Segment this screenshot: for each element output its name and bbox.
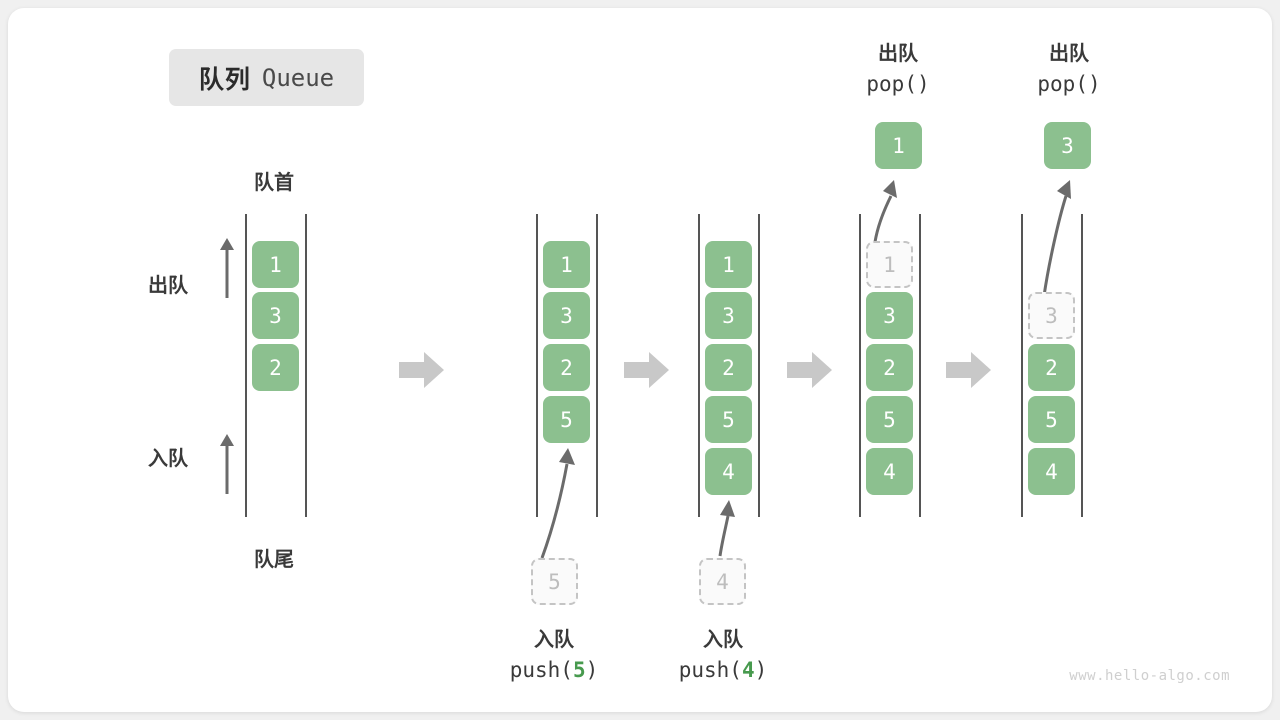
queue-item-ghost: 3 xyxy=(1028,292,1075,339)
stage-separator-arrow-icon xyxy=(399,350,445,390)
queue-item-ghost: 1 xyxy=(866,241,913,288)
queue-item: 4 xyxy=(866,448,913,495)
queue-rail-right xyxy=(596,214,598,517)
queue-item: 3 xyxy=(543,292,590,339)
push-5-caption: 入队 push(5) xyxy=(454,626,654,685)
queue-item: 4 xyxy=(1028,448,1075,495)
pop-3-caption: 出队 pop() xyxy=(984,40,1154,99)
diagram-card: 队列 Queue 队首 队尾 出队 入队 1 3 2 1 3 xyxy=(8,8,1272,712)
queue-item: 3 xyxy=(252,292,299,339)
watermark: www.hello-algo.com xyxy=(1069,668,1230,684)
queue-item: 1 xyxy=(705,241,752,288)
push-5-arrow-icon xyxy=(528,440,598,562)
push-4-code-num: 4 xyxy=(741,658,755,682)
pop-3-removed-item: 3 xyxy=(1044,122,1091,169)
pop-1-caption-cn: 出队 xyxy=(878,43,918,65)
dequeue-direction-label: 出队 xyxy=(148,275,188,297)
queue-item: 1 xyxy=(252,241,299,288)
push-4-arrow-icon xyxy=(698,498,758,560)
dequeue-direction-arrow-icon xyxy=(216,236,238,300)
stage-separator-arrow-icon xyxy=(787,350,833,390)
queue-item: 2 xyxy=(1028,344,1075,391)
queue-item: 2 xyxy=(866,344,913,391)
queue-item: 3 xyxy=(705,292,752,339)
push-4-caption-code: push(4) xyxy=(623,655,823,685)
diagram-title-chip: 队列 Queue xyxy=(169,49,364,106)
queue-rail-left xyxy=(536,214,538,517)
queue-rail-right xyxy=(919,214,921,517)
queue-rail-left xyxy=(245,214,247,517)
pop-3-caption-cn: 出队 xyxy=(1049,43,1089,65)
stage-separator-arrow-icon xyxy=(946,350,992,390)
queue-item: 2 xyxy=(705,344,752,391)
queue-item: 1 xyxy=(543,241,590,288)
queue-item: 5 xyxy=(1028,396,1075,443)
pop-3-caption-code: pop() xyxy=(1037,72,1101,96)
diagram-title-en: Queue xyxy=(261,63,335,92)
queue-rail-right xyxy=(305,214,307,517)
queue-item: 5 xyxy=(705,396,752,443)
queue-rail-left xyxy=(698,214,700,517)
push-4-ghost-item: 4 xyxy=(699,558,746,605)
queue-rail-right xyxy=(758,214,760,517)
enqueue-direction-label: 入队 xyxy=(148,448,188,470)
push-4-caption-cn: 入队 xyxy=(703,629,743,651)
enqueue-direction-arrow-icon xyxy=(216,432,238,496)
queue-rail-left xyxy=(1021,214,1023,517)
queue-rail-right xyxy=(1081,214,1083,517)
push-5-code-num: 5 xyxy=(572,658,586,682)
pop-1-caption-code: pop() xyxy=(866,72,930,96)
queue-rail-left xyxy=(859,214,861,517)
push-5-caption-code: push(5) xyxy=(454,655,654,685)
diagram-title-cn: 队列 xyxy=(198,65,251,94)
pop-3-arrow-icon xyxy=(1018,176,1088,300)
push-4-code-suffix: ) xyxy=(754,658,768,682)
push-5-caption-cn: 入队 xyxy=(534,629,574,651)
push-4-caption: 入队 push(4) xyxy=(623,626,823,685)
push-5-ghost-item: 5 xyxy=(531,558,578,605)
queue-item: 2 xyxy=(252,344,299,391)
stage-separator-arrow-icon xyxy=(624,350,670,390)
queue-item: 5 xyxy=(866,396,913,443)
pop-1-removed-item: 1 xyxy=(875,122,922,169)
pop-1-arrow-icon xyxy=(858,176,918,246)
push-5-code-suffix: ) xyxy=(585,658,599,682)
push-4-code-prefix: push( xyxy=(678,658,742,682)
queue-tail-label: 队尾 xyxy=(254,549,294,571)
queue-item-new: 4 xyxy=(705,448,752,495)
queue-item: 2 xyxy=(543,344,590,391)
queue-item: 3 xyxy=(866,292,913,339)
queue-head-label: 队首 xyxy=(254,172,294,194)
queue-item-new: 5 xyxy=(543,396,590,443)
push-5-code-prefix: push( xyxy=(509,658,573,682)
pop-1-caption: 出队 pop() xyxy=(813,40,983,99)
